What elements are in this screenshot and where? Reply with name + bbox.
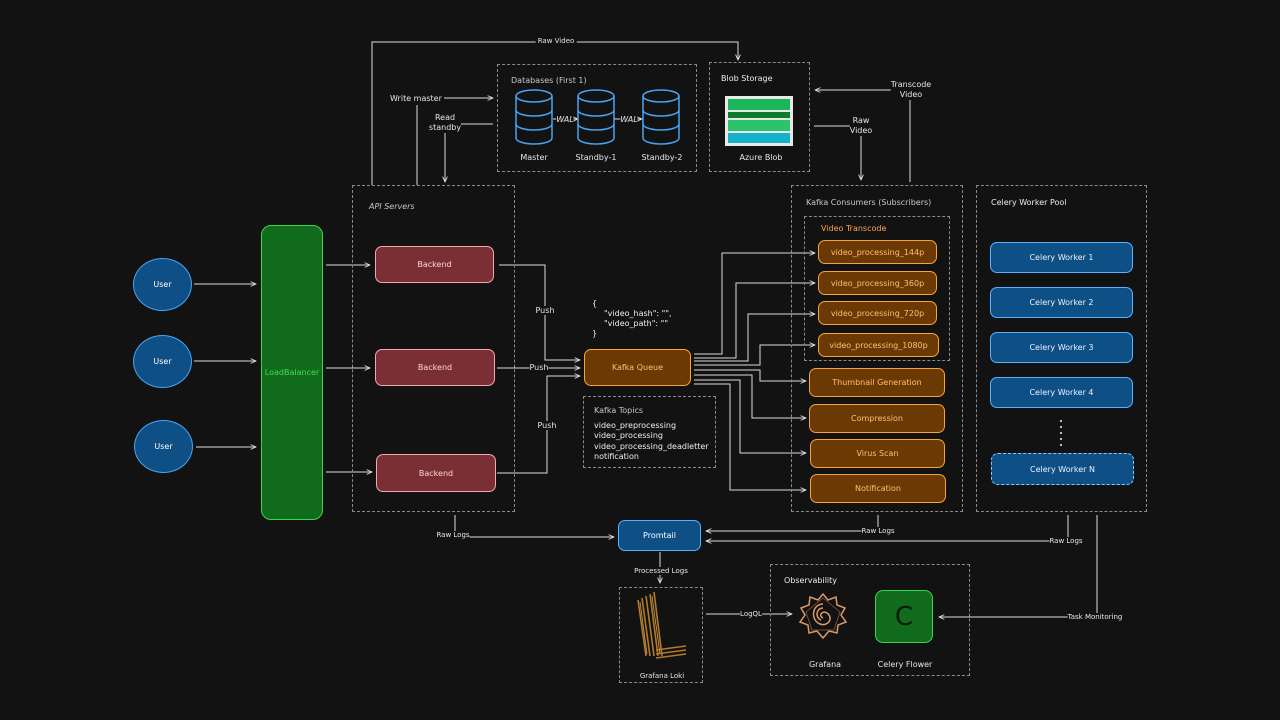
db-standby1-icon (577, 89, 615, 145)
observability-title: Observability (784, 576, 838, 585)
kafka-topics-group (583, 396, 716, 468)
backend-node[interactable]: Backend (376, 454, 496, 492)
edge-label-raw-logs-right: Raw Logs (1049, 537, 1083, 545)
user-node[interactable]: User (134, 420, 193, 473)
consumer-virus-scan[interactable]: Virus Scan (810, 439, 945, 468)
kafka-queue[interactable]: Kafka Queue (584, 349, 691, 386)
celery-worker[interactable]: Celery Worker 1 (990, 242, 1133, 273)
db-master-label: Master (520, 153, 548, 162)
edge-label-processed-logs: Processed Logs (634, 567, 688, 575)
edge-label-wal-1: WAL (556, 115, 574, 124)
payload-line: "video_path": "" (604, 319, 668, 328)
celery-flower-glyph: C (894, 601, 914, 632)
backend-node[interactable]: Backend (375, 246, 494, 283)
db-standby2-label: Standby-2 (641, 153, 683, 162)
celery-worker[interactable]: Celery Worker 2 (990, 287, 1133, 318)
edge-label-raw-logs-left: Raw Logs (436, 531, 470, 539)
transcode-consumer[interactable]: video_processing_144p (818, 240, 937, 264)
video-transcode-group (804, 216, 950, 361)
loki-group (619, 587, 703, 683)
celery-worker[interactable]: Celery Worker 3 (990, 332, 1133, 363)
kafka-topics-title: Kafka Topics (594, 406, 644, 415)
azure-blob-icon (725, 96, 793, 146)
celery-worker-n[interactable]: Celery Worker N (991, 453, 1134, 485)
payload-line: "video_hash": "", (604, 309, 672, 318)
celery-worker[interactable]: Celery Worker 4 (990, 377, 1133, 408)
payload-line: } (592, 329, 598, 338)
celery-flower-icon: C (875, 590, 933, 643)
grafana-loki-label: Grafana Loki (639, 672, 685, 680)
edge-label-push-1: Push (535, 306, 555, 315)
video-transcode-title: Video Transcode (821, 224, 887, 233)
grafana-label: Grafana (808, 660, 842, 669)
edge-label-logql: LogQL (740, 610, 762, 618)
observability-group (770, 564, 970, 676)
db-master-icon (515, 89, 553, 145)
edge-label-wal-2: WAL (620, 115, 638, 124)
db-standby1-label: Standby-1 (575, 153, 617, 162)
consumer-compression[interactable]: Compression (809, 404, 945, 433)
message-payload: { "video_hash": "", "video_path": "" } (592, 299, 672, 339)
payload-line: { (592, 299, 598, 308)
kafka-topic: video_processing_deadletter (594, 441, 709, 451)
grafana-loki-icon (637, 591, 687, 659)
celery-flower-label: Celery Flower (877, 660, 933, 669)
consumer-notification[interactable]: Notification (810, 474, 946, 503)
load-balancer[interactable]: LoadBalancer (261, 225, 323, 520)
transcode-consumer[interactable]: video_processing_720p (818, 301, 937, 325)
edge-label-transcode-video: Transcode Video (890, 80, 932, 100)
edge-label-raw-video-right: Raw Video (849, 116, 873, 136)
api-servers-title: API Servers (369, 202, 415, 211)
transcode-consumer[interactable]: video_processing_360p (818, 271, 937, 295)
kafka-consumers-group (791, 185, 963, 512)
databases-group (497, 64, 697, 172)
edge-label-push-3: Push (537, 421, 557, 430)
databases-title: Databases (First 1) (511, 76, 587, 85)
kafka-topic: video_processing (594, 431, 663, 441)
celery-pool-title: Celery Worker Pool (991, 198, 1067, 207)
kafka-topic: notification (594, 452, 639, 462)
blob-storage-title: Blob Storage (721, 74, 773, 83)
azure-blob-label: Azure Blob (739, 153, 783, 162)
consumer-thumbnail[interactable]: Thumbnail Generation (809, 368, 945, 397)
kafka-topics-list: video_preprocessing video_processing vid… (594, 421, 709, 463)
kafka-topic: video_preprocessing (594, 421, 677, 430)
blob-storage-group (709, 62, 810, 172)
transcode-consumer[interactable]: video_processing_1080p (818, 333, 939, 357)
edge-label-raw-logs-mid: Raw Logs (861, 527, 895, 535)
grafana-icon (798, 592, 848, 640)
backend-node[interactable]: Backend (375, 349, 495, 386)
db-standby2-icon (642, 89, 680, 145)
edge-label-task-monitoring: Task Monitoring (1067, 613, 1123, 621)
celery-pool-group (976, 185, 1147, 512)
api-servers-group (352, 185, 515, 512)
database-cylinder-icons (515, 89, 680, 145)
user-node[interactable]: User (133, 335, 192, 388)
edge-label-raw-video-top: Raw Video (535, 37, 577, 45)
kafka-consumers-title: Kafka Consumers (Subscribers) (806, 198, 932, 207)
edge-label-push-2: Push (529, 363, 549, 372)
edge-label-read-standby: Read standby (428, 113, 462, 133)
edge-label-write-master: Write master (390, 94, 442, 103)
promtail-node[interactable]: Promtail (618, 520, 701, 551)
user-node[interactable]: User (133, 258, 192, 311)
